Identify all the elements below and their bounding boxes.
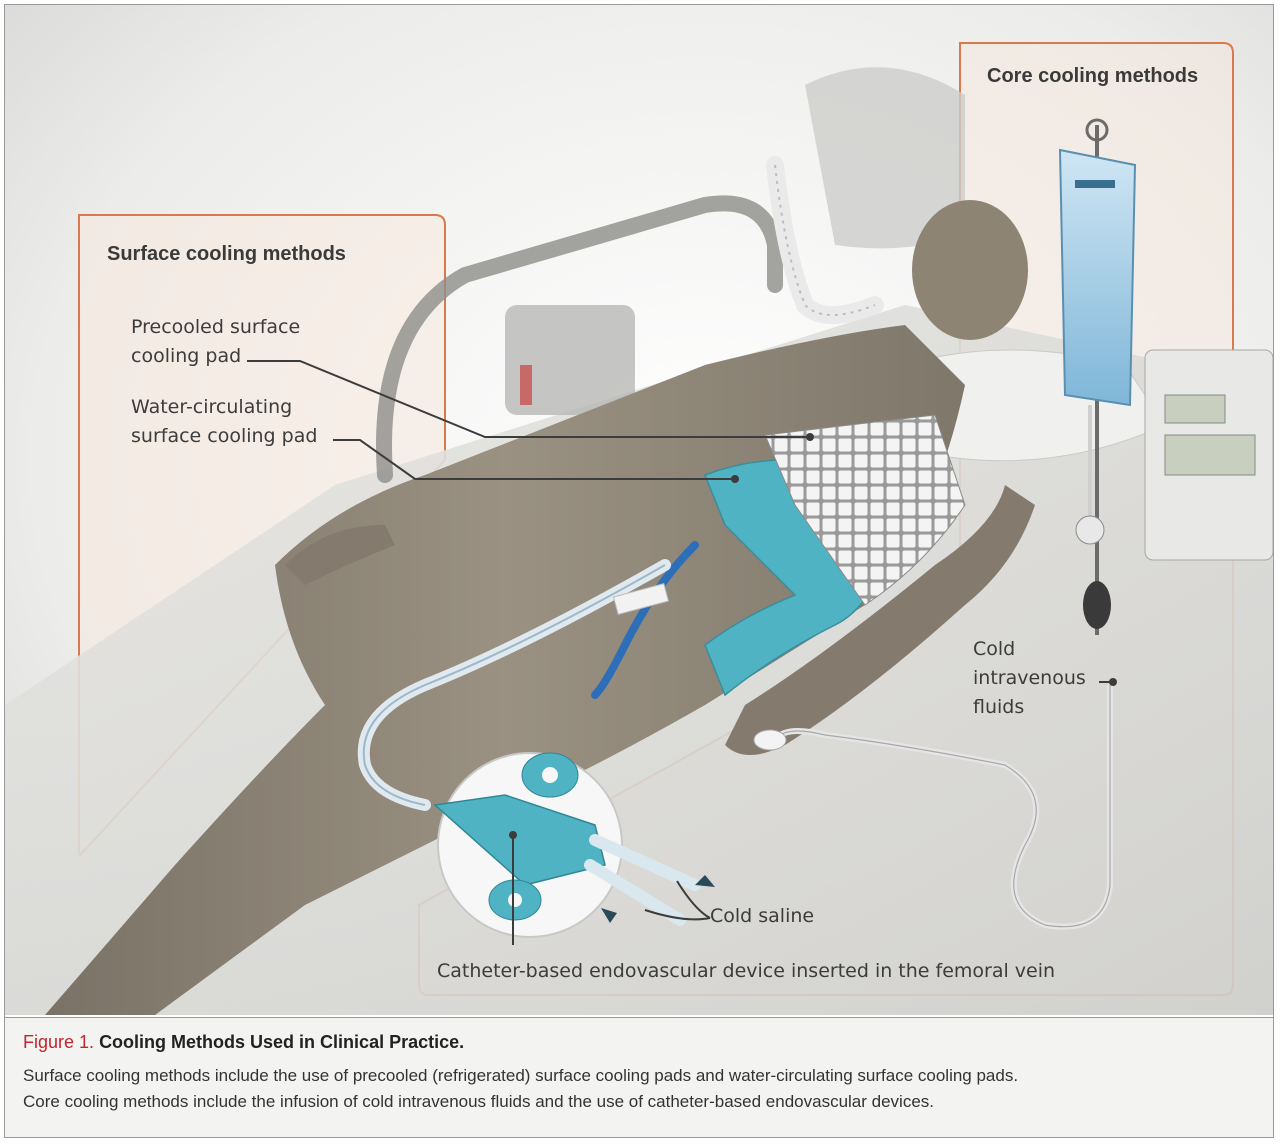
bed-headboard [805, 67, 965, 249]
pressure-bulb [1083, 581, 1111, 629]
iv-cannula-dressing [753, 729, 787, 751]
bed-control-panel [505, 305, 635, 415]
iv-bag [1058, 148, 1137, 407]
figure-title: Cooling Methods Used in Clinical Practic… [99, 1032, 465, 1052]
figure-caption: Figure 1. Cooling Methods Used in Clinic… [5, 1017, 1273, 1137]
patient-right-arm [725, 485, 1035, 755]
patient-left-hand [285, 525, 395, 585]
leader-precooled-pad [247, 360, 810, 438]
saline-in-arrow [601, 908, 617, 923]
figure: Surface cooling methods Core cooling met… [4, 4, 1274, 1138]
pump-display-main [1164, 434, 1256, 476]
catheter-device-label: Catheter-based endovascular device inser… [437, 960, 1056, 982]
iv-tubing-outline [774, 685, 1111, 928]
caption-body-line2: Core cooling methods include the infusio… [23, 1092, 935, 1111]
core-panel-title: Core cooling methods [987, 65, 1199, 87]
precooled-pad-label-line1: Precooled surface [131, 316, 301, 338]
water-pad-label-line2: surface cooling pad [131, 425, 318, 447]
hub-hole-bottom [508, 893, 522, 907]
leader-dot-catheter [509, 831, 517, 839]
pump-display-top [1164, 394, 1226, 424]
precooled-pad [764, 414, 966, 606]
figure-number: Figure 1. [23, 1032, 95, 1052]
water-pad-label-line1: Water-circulating [131, 396, 293, 418]
leader-water-pad [333, 439, 735, 480]
water-pad-label: Water-circulating surface cooling pad [131, 393, 317, 451]
cold-fluids-label-line2: intravenous [973, 667, 1086, 689]
hub-hole-top [542, 767, 558, 783]
caption-body: Surface cooling methods include the use … [23, 1063, 1255, 1115]
catheter-tubing-outline [362, 564, 666, 806]
iv-bag-label [1075, 180, 1115, 188]
iv-roller-clamp [1075, 515, 1105, 545]
saline-out-tube [589, 834, 701, 891]
leader-dot-fluids [1109, 678, 1117, 686]
cold-fluids-label-line1: Cold [973, 638, 1016, 660]
cold-fluids-label: Cold intravenous fluids [973, 635, 1086, 722]
surface-panel-title: Surface cooling methods [107, 243, 346, 265]
iv-hook [1085, 118, 1109, 142]
catheter-tape [612, 582, 670, 616]
femoral-vein [591, 541, 699, 699]
caption-title: Figure 1. Cooling Methods Used in Clinic… [23, 1032, 1255, 1053]
leader-dot-precooled [806, 433, 814, 441]
tube-ridges [774, 164, 876, 316]
saline-in-tube [584, 859, 686, 926]
saline-out-arrow [695, 875, 715, 887]
leader-cold-saline [644, 880, 711, 921]
cold-fluids-label-line3: fluids [973, 696, 1025, 718]
caption-body-line1: Surface cooling methods include the use … [23, 1066, 1019, 1085]
bed-control-light [520, 365, 532, 405]
bed-rail [376, 195, 783, 483]
cold-saline-label: Cold saline [710, 905, 815, 927]
precooled-pad-label: Precooled surface cooling pad [131, 313, 300, 371]
cooling-methods-illustration [5, 5, 1273, 1015]
medical-illustration: Surface cooling methods Core cooling met… [5, 5, 1273, 1015]
leader-dot-water [731, 475, 739, 483]
precooled-pad-label-line2: cooling pad [131, 345, 242, 367]
patient-head [912, 200, 1028, 340]
